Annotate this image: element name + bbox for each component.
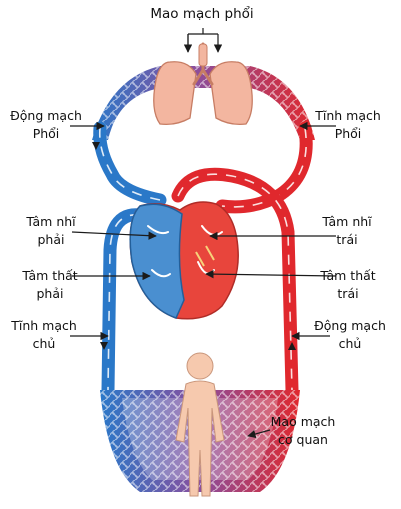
leader-lines (70, 28, 337, 439)
human-body-figure (175, 352, 225, 497)
label-organ-capillaries-line1: Mao mạch (270, 414, 336, 429)
flow-arrow-up-left (100, 342, 108, 350)
label-right-atrium-line2: phải (37, 232, 65, 247)
label-left-ventricle-line2: trái (337, 286, 359, 301)
flow-arrows (92, 142, 296, 350)
flow-arrow-down-right (288, 342, 296, 350)
label-left-atrium-line2: trái (336, 232, 358, 247)
label-pulmonary-artery-line2: Phổi (32, 126, 60, 141)
label-lung-capillaries: Mao mạch phổi (150, 6, 254, 22)
flow-arrow-up-pulmonary (92, 142, 100, 150)
label-organ-capillaries-line2: cơ quan (278, 432, 328, 447)
label-left-ventricle-line1: Tâm thất (320, 268, 376, 283)
label-right-ventricle-line2: phải (36, 286, 64, 301)
label-vena-cava-line1: Tĩnh mạch (11, 318, 77, 333)
label-right-ventricle-line1: Tâm thất (22, 268, 78, 283)
label-vena-cava-line2: chủ (32, 336, 56, 351)
label-aorta-line2: chủ (338, 336, 362, 351)
label-pulmonary-artery-line1: Động mạch (10, 108, 82, 123)
label-pulmonary-vein-line2: Phổi (334, 126, 362, 141)
aorta-vessel (171, 167, 299, 397)
heart (129, 201, 239, 320)
label-pulmonary-vein-line1: Tĩnh mạch (315, 108, 381, 123)
lung-capillary-bed (92, 66, 315, 140)
lungs (153, 42, 253, 126)
label-right-atrium-line1: Tâm nhĩ (26, 214, 76, 229)
label-left-atrium-line1: Tâm nhĩ (322, 214, 372, 229)
pulmonary-artery-vessel (93, 121, 167, 207)
label-aorta-line1: Động mạch (314, 318, 386, 333)
